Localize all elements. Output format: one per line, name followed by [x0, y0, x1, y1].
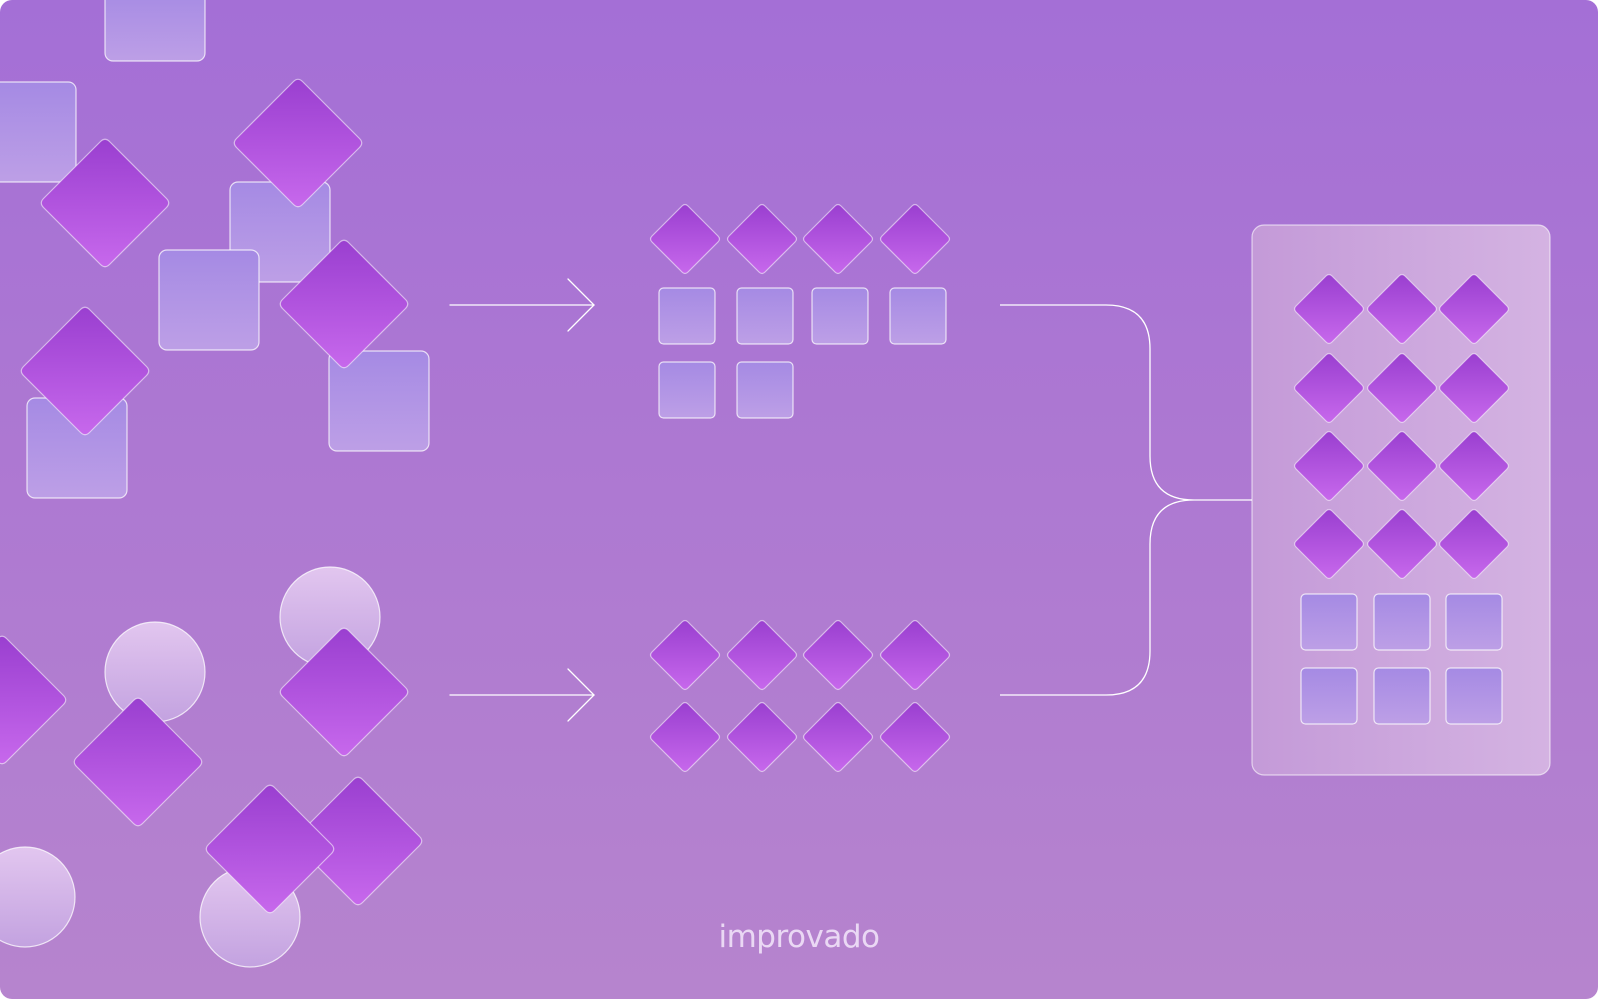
source-diamond-icon: [0, 635, 67, 765]
improvado-logo: improvado: [718, 919, 880, 955]
result-square-icon: [1373, 593, 1431, 651]
result-diamond-icon: [1366, 430, 1438, 502]
result-diamond-icon: [1293, 352, 1365, 424]
source-diamond-icon: [20, 306, 150, 436]
top-group-square-icon: [736, 361, 794, 419]
source-diamond-icon: [233, 78, 363, 208]
result-diamond-icon: [1366, 352, 1438, 424]
bottom-flow-arrow-icon: [449, 668, 595, 722]
top-flow-arrow-icon: [449, 278, 595, 332]
bottom-group-diamond-icon: [802, 619, 874, 691]
result-square-icon: [1373, 667, 1431, 725]
result-diamond-icon: [1293, 273, 1365, 345]
result-square-icon: [1445, 667, 1503, 725]
source-square-icon: [104, 0, 206, 62]
result-diamond-icon: [1293, 508, 1365, 580]
result-diamond-icon: [1438, 273, 1510, 345]
top-group-diamond-icon: [802, 203, 874, 275]
bottom-group-diamond-icon: [879, 619, 951, 691]
result-diamond-icon: [1366, 273, 1438, 345]
bottom-group-diamond-icon: [726, 701, 798, 773]
top-group-square-icon: [658, 361, 716, 419]
bottom-group-diamond-icon: [802, 701, 874, 773]
top-group-diamond-icon: [879, 203, 951, 275]
result-diamond-icon: [1293, 430, 1365, 502]
source-square-icon: [328, 350, 430, 452]
top-group-diamond-icon: [649, 203, 721, 275]
bottom-group-diamond-icon: [879, 701, 951, 773]
top-group-square-icon: [811, 287, 869, 345]
result-diamond-icon: [1438, 352, 1510, 424]
source-diamond-icon: [205, 784, 335, 914]
source-square-icon: [158, 249, 260, 351]
source-circle-icon: [0, 846, 76, 948]
source-circle-icon: [104, 621, 206, 723]
bottom-group-diamond-icon: [649, 619, 721, 691]
top-group-diamond-icon: [726, 203, 798, 275]
result-diamond-icon: [1438, 430, 1510, 502]
result-diamond-icon: [1438, 508, 1510, 580]
source-diamond-icon: [279, 627, 409, 757]
source-square-icon: [0, 81, 77, 183]
source-diamond-icon: [279, 239, 409, 369]
bottom-group-diamond-icon: [649, 701, 721, 773]
result-square-icon: [1445, 593, 1503, 651]
bottom-group-diamond-icon: [726, 619, 798, 691]
top-group-square-icon: [889, 287, 947, 345]
source-diamond-icon: [40, 138, 170, 268]
top-group-square-icon: [658, 287, 716, 345]
result-diamond-icon: [1366, 508, 1438, 580]
source-diamond-icon: [73, 697, 203, 827]
top-group-square-icon: [736, 287, 794, 345]
result-square-icon: [1300, 667, 1358, 725]
merge-connector-line: [1000, 304, 1252, 696]
result-square-icon: [1300, 593, 1358, 651]
